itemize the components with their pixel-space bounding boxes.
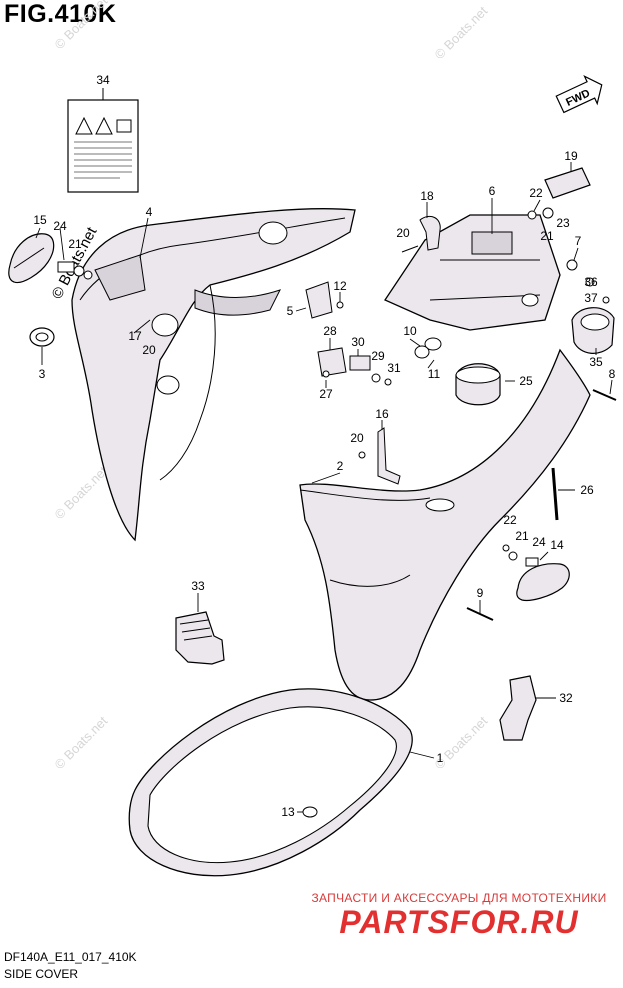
callout-20c: 20 (350, 431, 364, 445)
callout-31: 31 (387, 361, 401, 375)
callout-4: 4 (146, 205, 153, 219)
watermark-text: © Boats.net (52, 463, 111, 522)
bracket-part-6 (384, 214, 561, 331)
callout-27: 27 (319, 387, 333, 401)
callout-11: 11 (428, 367, 441, 381)
leader-lines (35, 162, 613, 813)
bolt-part-8 (592, 389, 617, 401)
callout-20a: 20 (396, 226, 410, 240)
callout-24a: 24 (53, 219, 67, 233)
callout-8: 8 (609, 367, 616, 381)
callout-20b: 20 (142, 343, 156, 357)
boot-part-35 (571, 307, 615, 354)
grommet-part-3 (29, 327, 55, 347)
grip-part-15 (8, 233, 55, 284)
callout-24b: 24 (532, 535, 546, 549)
callout-10: 10 (403, 324, 417, 338)
clip-part-16 (358, 427, 401, 485)
brand-subtitle: ЗАПЧАСТИ И АКСЕССУАРЫ ДЛЯ МОТОТЕХНИКИ (311, 891, 607, 905)
callout-14: 14 (550, 538, 564, 552)
callout-29: 29 (371, 349, 385, 363)
callout-22a: 22 (529, 186, 543, 200)
switch-parts (317, 347, 392, 386)
fasteners-right-top (401, 207, 610, 304)
callout-26: 26 (580, 483, 594, 497)
callout-6: 6 (489, 184, 496, 198)
callout-7: 7 (575, 234, 582, 248)
grommet-part-25 (455, 363, 501, 406)
callout-labels: 34 19 18 6 22 23 20 21 7 36 37 15 24 4 2… (33, 73, 615, 819)
callout-37: 37 (584, 291, 598, 305)
cable-tie-part-26 (551, 467, 559, 521)
callout-25: 25 (519, 374, 533, 388)
washer-parts (414, 337, 442, 359)
callout-21b: 21 (68, 237, 82, 251)
callout-21c: 21 (515, 529, 529, 543)
clip-part-18 (419, 215, 441, 251)
bracket-part-19 (544, 167, 591, 199)
small-parts-left (57, 261, 93, 280)
callout-3: 3 (39, 367, 46, 381)
callout-32: 32 (559, 691, 573, 705)
callout-23: 23 (556, 216, 570, 230)
figure-code: DF140A_E11_017_410K (4, 950, 137, 964)
callout-1: 1 (437, 751, 444, 765)
warning-label-part (67, 88, 139, 193)
callout-9: 9 (477, 586, 484, 600)
figure-name: SIDE COVER (4, 967, 79, 981)
bracket-part-32 (499, 675, 537, 741)
callout-17: 17 (128, 329, 142, 343)
seal-ring-part-1 (128, 688, 413, 877)
watermark-text: © Boats.net (432, 3, 491, 62)
callout-2: 2 (337, 459, 344, 473)
callout-19: 19 (564, 149, 578, 163)
fwd-arrow-icon: FWD (555, 75, 603, 114)
callout-21a: 21 (540, 229, 554, 243)
callout-22b: 22 (503, 513, 517, 527)
callout-30: 30 (351, 335, 365, 349)
watermark-text: © Boats.net (52, 713, 111, 772)
callout-34: 34 (96, 73, 110, 87)
callout-13: 13 (281, 805, 295, 819)
upper-side-cover-part (71, 208, 356, 542)
callout-35: 35 (589, 355, 603, 369)
callout-36: 36 (584, 275, 598, 289)
callout-28: 28 (323, 324, 337, 338)
brand-logo: PARTSFOR.RU (339, 904, 579, 940)
callout-12: 12 (333, 279, 347, 293)
callout-16: 16 (375, 407, 389, 421)
grip-part-14 (516, 563, 570, 602)
callout-33: 33 (191, 579, 205, 593)
callout-18: 18 (420, 189, 434, 203)
plug-part-33 (175, 611, 225, 665)
callout-15: 15 (33, 213, 47, 227)
watermark-text: © Boats.net (52, 0, 111, 52)
small-parts-right (502, 544, 539, 567)
grommet-part-13 (302, 806, 318, 818)
figure-title: FIG.410K (4, 0, 117, 28)
bracket-part-5 (305, 281, 344, 319)
lower-side-cover-part (299, 348, 591, 701)
callout-5: 5 (287, 304, 294, 318)
